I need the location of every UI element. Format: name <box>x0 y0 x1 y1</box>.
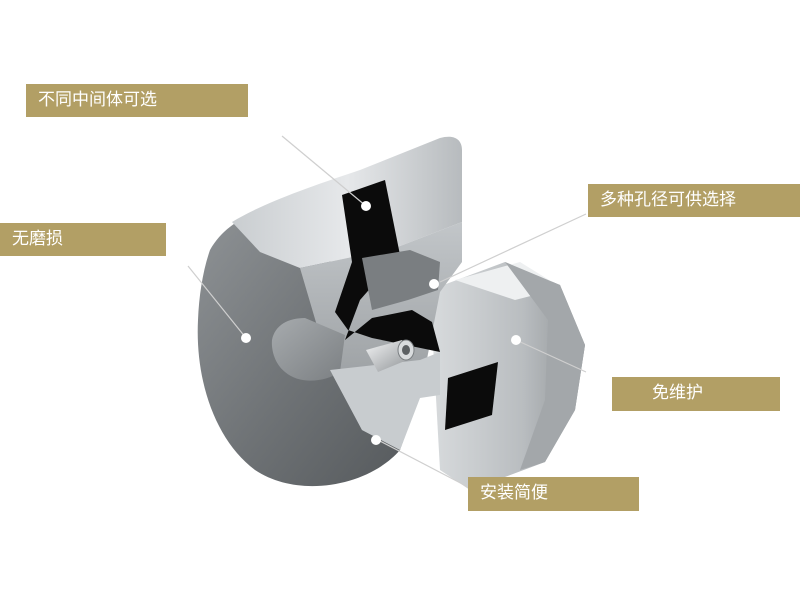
left-hub <box>197 136 462 487</box>
callout-interchangeable-spacer: 不同中间体可选 <box>26 84 248 117</box>
callout-label: 多种孔径可供选择 <box>600 190 736 210</box>
callout-label: 不同中间体可选 <box>38 90 157 110</box>
callout-label: 安装简便 <box>480 483 548 503</box>
callout-wear-free: 无磨损 <box>0 223 166 256</box>
elastomer-insert-lower <box>445 362 498 430</box>
callout-maintenance-free: 免维护 <box>612 377 780 411</box>
callout-bore-options: 多种孔径可供选择 <box>588 184 800 217</box>
leader-lines <box>187 135 587 489</box>
right-hub <box>430 262 585 490</box>
set-screw <box>366 339 415 372</box>
leader-dots <box>241 201 521 445</box>
callout-label: 免维护 <box>652 383 703 403</box>
callout-label: 无磨损 <box>12 229 63 249</box>
callout-easy-install: 安装简便 <box>468 477 639 511</box>
